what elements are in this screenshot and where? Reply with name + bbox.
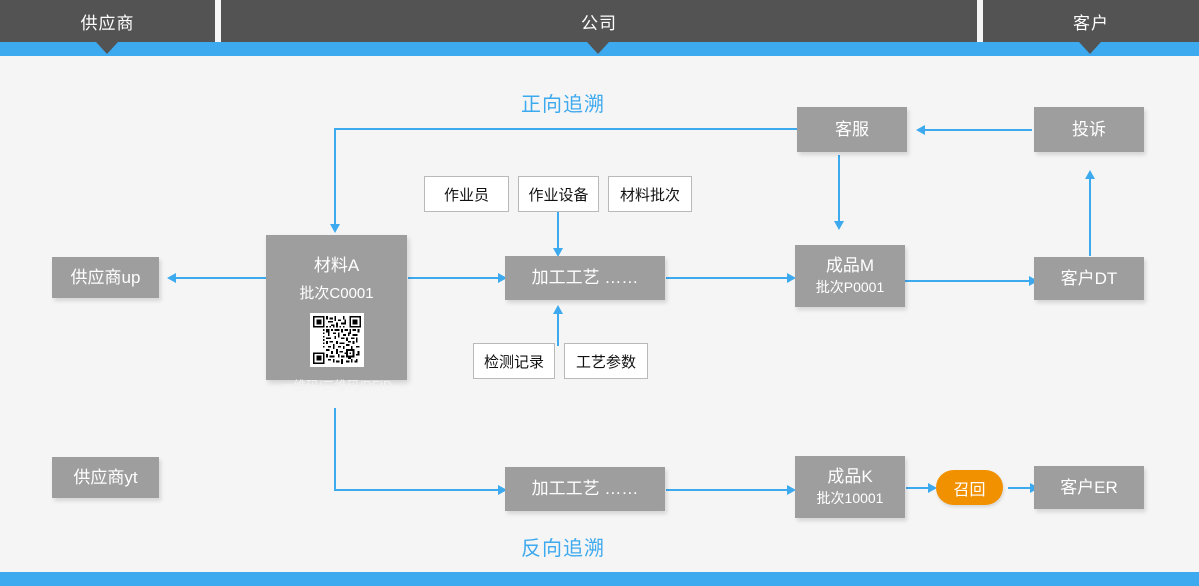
arrowhead-into-process-top-icon <box>498 273 507 283</box>
node-supplier-up-label: 供应商up <box>70 267 141 287</box>
node-customer-er[interactable]: 客户ER <box>1034 466 1144 509</box>
header-segment-supplier-label: 供应商 <box>80 13 135 33</box>
tag-inspection-record-label: 检测记录 <box>483 353 544 371</box>
node-customer-service-label: 客服 <box>835 119 869 139</box>
tag-inspection-record[interactable]: 检测记录 <box>473 343 555 379</box>
arrowhead-params-to-process-icon <box>553 305 563 314</box>
tag-operator[interactable]: 作业员 <box>424 176 509 212</box>
arrowhead-into-complaint-icon <box>1085 170 1095 179</box>
node-process-top[interactable]: 加工工艺 …… <box>505 256 665 300</box>
tag-equipment-label: 作业设备 <box>528 186 589 204</box>
header-segment-customer: 客户 <box>983 0 1199 42</box>
connector-service-to-material-h <box>334 128 799 130</box>
header-segment-supplier: 供应商 <box>0 0 215 42</box>
tag-process-parameter-label: 工艺参数 <box>575 353 636 371</box>
node-supplier-yt[interactable]: 供应商yt <box>52 457 159 498</box>
connector-material-to-supplierup <box>176 277 266 279</box>
connector-recall-to-customerer <box>1008 487 1032 489</box>
node-recall-label: 召回 <box>953 481 986 499</box>
node-process-bottom-label: 加工工艺 …… <box>531 479 639 499</box>
node-product-m-title: 成品M <box>825 256 875 276</box>
node-product-k[interactable]: 成品K 批次10001 <box>795 456 905 518</box>
node-material-a-batch: 批次C0001 <box>299 285 374 302</box>
header-segment-customer-label: 客户 <box>1073 13 1109 33</box>
arrowhead-into-productm-icon <box>834 221 844 230</box>
qr-code-icon <box>309 313 364 367</box>
header-segment-company: 公司 <box>221 0 977 42</box>
connector-material-to-process-bottom <box>334 489 501 491</box>
arrowhead-into-material-icon <box>330 224 340 233</box>
node-material-a-footer: 一维码/二维码/RFID <box>280 379 393 393</box>
header-notch-company-icon <box>587 42 609 54</box>
header-segment-company-label: 公司 <box>581 13 617 33</box>
arrowhead-into-recall-icon <box>928 483 937 493</box>
connector-productk-to-recall <box>906 487 930 489</box>
node-product-k-batch: 批次10001 <box>816 490 884 507</box>
caption-reverse-trace: 反向追溯 <box>521 538 605 560</box>
bottom-accent-bar <box>0 572 1199 586</box>
tag-process-parameter[interactable]: 工艺参数 <box>564 343 648 379</box>
arrowhead-equipment-to-process-icon <box>553 248 563 257</box>
node-complaint[interactable]: 投诉 <box>1034 107 1144 152</box>
node-customer-service[interactable]: 客服 <box>797 107 907 152</box>
tag-material-batch[interactable]: 材料批次 <box>608 176 692 212</box>
node-material-a[interactable]: 材料A 批次C0001 <box>266 235 407 393</box>
connector-equipment-to-process <box>557 212 559 250</box>
arrowhead-into-productk-icon <box>787 485 796 495</box>
node-supplier-yt-label: 供应商yt <box>73 467 138 487</box>
connector-service-to-productm <box>838 155 840 223</box>
connector-process-to-productk <box>666 489 790 491</box>
node-product-m-batch: 批次P0001 <box>815 279 885 296</box>
connector-service-to-material-v <box>334 128 336 226</box>
header-notch-customer-icon <box>1079 42 1101 54</box>
node-process-top-label: 加工工艺 …… <box>531 268 639 288</box>
header-notch-supplier-icon <box>96 42 118 54</box>
connector-process-to-productm <box>666 277 790 279</box>
node-complaint-label: 投诉 <box>1072 119 1106 139</box>
connector-complaint-to-service <box>925 129 1032 131</box>
node-supplier-up[interactable]: 供应商up <box>52 257 159 298</box>
node-customer-dt-label: 客户DT <box>1060 268 1118 288</box>
arrowhead-into-process-bottom-icon <box>498 485 507 495</box>
connector-material-to-process-top <box>408 277 501 279</box>
arrowhead-into-customerdt-icon <box>1029 276 1038 286</box>
tag-material-batch-label: 材料批次 <box>619 186 680 204</box>
node-customer-dt[interactable]: 客户DT <box>1034 257 1144 300</box>
connector-productm-to-customerdt <box>904 280 1032 282</box>
tag-equipment[interactable]: 作业设备 <box>518 176 599 212</box>
node-recall-badge[interactable]: 召回 <box>936 470 1003 505</box>
tag-operator-label: 作业员 <box>443 186 489 204</box>
node-material-a-title: 材料A <box>313 256 360 275</box>
connector-params-to-process <box>557 312 559 346</box>
node-product-m[interactable]: 成品M 批次P0001 <box>795 245 905 307</box>
caption-forward-trace: 正向追溯 <box>521 94 605 116</box>
connector-material-down-bottom <box>334 408 336 490</box>
node-product-k-title: 成品K <box>827 467 873 487</box>
node-process-bottom[interactable]: 加工工艺 …… <box>505 467 665 511</box>
connector-customerdt-to-complaint <box>1089 178 1091 256</box>
arrowhead-into-service-icon <box>916 125 925 135</box>
arrowhead-into-productm-right-icon <box>787 273 796 283</box>
arrowhead-into-supplierup-icon <box>167 273 176 283</box>
node-customer-er-label: 客户ER <box>1060 477 1118 497</box>
